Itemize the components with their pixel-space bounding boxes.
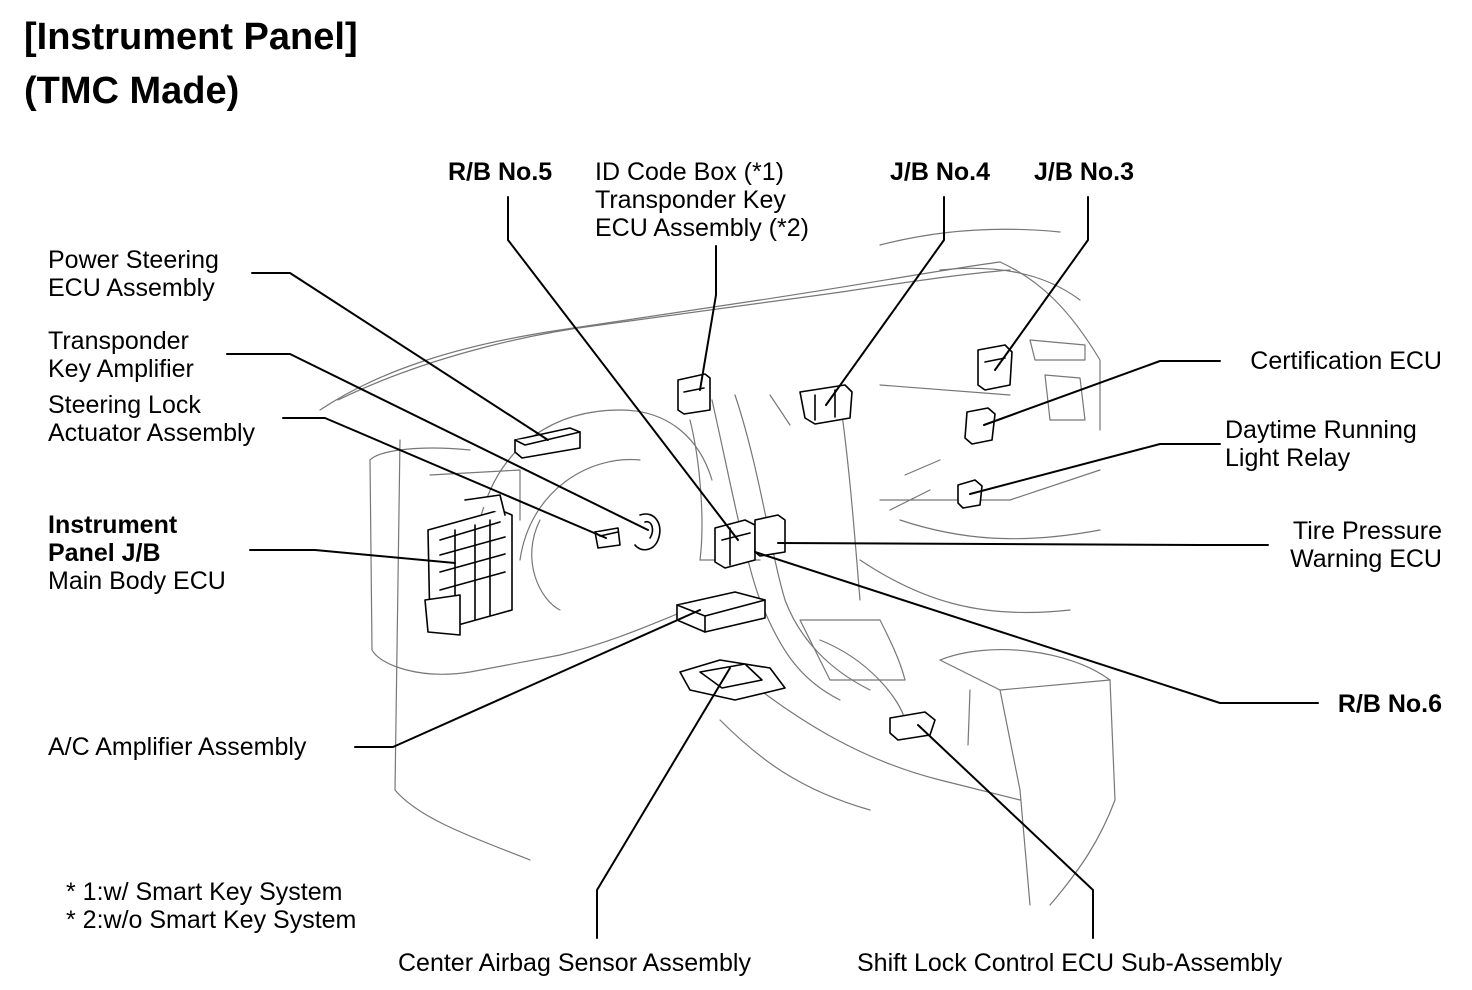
rb-no6-component: [714, 519, 756, 569]
ac-amplifier-component: [676, 591, 766, 633]
label-rb-no6: R/B No.6: [1337, 690, 1442, 718]
label-instrument-panel-jb: Instrument Panel J/B Main Body ECU: [48, 511, 226, 595]
label-tire-pressure-warning-ecu: Tire Pressure Warning ECU: [1290, 517, 1442, 573]
label-id-code-box: ID Code Box (*1) Transponder Key ECU Ass…: [595, 158, 809, 242]
label-tire-pressure-line2: Warning ECU: [1290, 545, 1442, 573]
label-id-code-box-line3: ECU Assembly (*2): [595, 214, 809, 242]
label-rb-no5: R/B No.5: [448, 158, 553, 186]
footnote-1: * 1:w/ Smart Key System: [66, 878, 343, 906]
label-center-airbag-sensor: Center Airbag Sensor Assembly: [398, 949, 751, 977]
label-ac-amplifier: A/C Amplifier Assembly: [48, 733, 307, 761]
leader-jb4: [825, 196, 945, 406]
label-id-code-box-line2: Transponder Key: [595, 186, 786, 214]
label-jb-no3: J/B No.3: [1034, 158, 1135, 186]
footnotes: * 1:w/ Smart Key System * 2:w/o Smart Ke…: [66, 878, 356, 934]
label-certification-ecu: Certification ECU: [1250, 347, 1442, 375]
label-instrument-jb-line1: Instrument: [48, 511, 178, 539]
label-shift-lock-control-ecu: Shift Lock Control ECU Sub-Assembly: [857, 949, 1283, 977]
dashboard-outline: [319, 228, 1116, 906]
leader-jb3: [994, 196, 1089, 371]
label-daytime-line2: Light Relay: [1225, 444, 1351, 472]
leader-ac-amplifier: [354, 609, 701, 748]
label-daytime-line1: Daytime Running: [1225, 416, 1417, 444]
label-daytime-running-light-relay: Daytime Running Light Relay: [1225, 416, 1417, 472]
diagram-title-line2: (TMC Made): [24, 70, 240, 112]
label-tire-pressure-line1: Tire Pressure: [1292, 517, 1442, 545]
certification-ecu-component: [964, 407, 996, 445]
leader-rb6: [754, 551, 1319, 704]
label-jb-no4: J/B No.4: [890, 158, 991, 186]
label-power-steering-line2: ECU Assembly: [48, 274, 215, 302]
tire-pressure-warning-ecu-component: [754, 514, 786, 557]
label-power-steering-line1: Power Steering: [48, 246, 219, 274]
components: [424, 344, 1013, 741]
instrument-panel-jb-component: [424, 494, 513, 636]
label-power-steering-ecu: Power Steering ECU Assembly: [48, 246, 219, 302]
leader-daytime-relay: [969, 443, 1221, 495]
leader-id-code-box: [699, 245, 717, 391]
label-steering-lock-line1: Steering Lock: [48, 391, 201, 419]
leader-instrument-jb: [249, 549, 456, 564]
jb-no3-component: [977, 344, 1013, 391]
leader-rb5: [507, 196, 739, 541]
leader-steering-lock: [282, 417, 607, 539]
transponder-key-amplifier-component: [634, 513, 661, 551]
leader-power-steering: [251, 272, 549, 441]
power-steering-ecu-component: [514, 427, 581, 459]
label-steering-lock-actuator: Steering Lock Actuator Assembly: [48, 391, 255, 447]
label-transponder-line1: Transponder: [48, 327, 189, 355]
label-steering-lock-line2: Actuator Assembly: [48, 419, 256, 447]
leader-tire-pressure: [777, 542, 1269, 546]
leader-center-airbag: [596, 667, 731, 939]
label-instrument-jb-line3: Main Body ECU: [48, 567, 226, 595]
steering-lock-actuator-component: [594, 527, 621, 549]
label-id-code-box-line1: ID Code Box (*1): [595, 158, 784, 186]
diagram-title-line1: [Instrument Panel]: [24, 16, 358, 58]
label-transponder-line2: Key Amplifier: [48, 355, 194, 383]
id-code-box-component: [677, 373, 711, 415]
center-airbag-sensor-component: [679, 659, 786, 701]
leader-shift-lock: [917, 724, 1094, 939]
label-instrument-jb-line2: Panel J/B: [48, 539, 161, 567]
leader-certification-ecu: [983, 360, 1221, 426]
footnote-2: * 2:w/o Smart Key System: [66, 906, 357, 934]
leader-lines: [226, 196, 1319, 939]
label-transponder-key-amplifier: Transponder Key Amplifier: [48, 327, 194, 383]
leader-transponder-amp: [226, 353, 649, 531]
